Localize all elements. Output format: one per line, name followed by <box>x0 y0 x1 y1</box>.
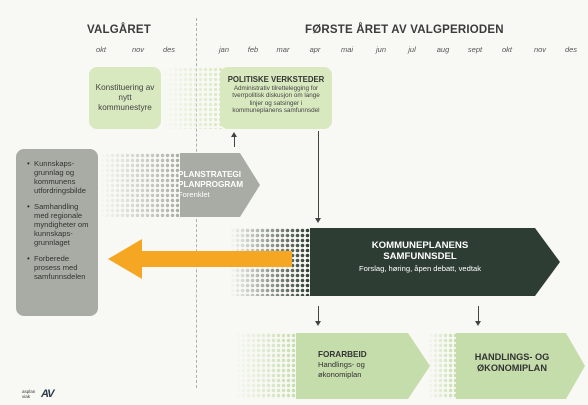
samfunnsdel-text: KOMMUNEPLANENS SAMFUNNSDEL Forslag, høri… <box>320 240 520 274</box>
forarbeid-arrow-shape <box>236 333 430 399</box>
planstrategi-title: PLANSTRATEGI PLANPROGRAM <box>178 170 244 189</box>
month-label: okt <box>501 45 513 54</box>
logo-mark: AV <box>41 388 55 400</box>
logo-small-text: asplan viak <box>22 389 36 399</box>
arrow-down-head-3 <box>475 321 481 326</box>
planstrategi-arrow-shape <box>100 153 260 217</box>
month-label: nov <box>131 45 145 54</box>
month-label: feb <box>247 45 259 54</box>
arrow-down-head-1 <box>315 218 321 223</box>
kunnskap-list: Kunnskaps-grunnlag og kommunens utfordri… <box>26 159 94 281</box>
month-label: apr <box>309 45 321 54</box>
planstrategi-body: Forenklet <box>178 190 210 199</box>
month-label: jul <box>408 45 416 54</box>
month-label: okt <box>95 45 107 54</box>
arrow-up-head <box>231 132 237 137</box>
forarbeid-body: Handlings- og økonomiplan <box>318 360 365 379</box>
month-label: sept <box>467 45 483 54</box>
forarbeid-text: FORARBEID Handlings- og økonomiplan <box>318 350 398 379</box>
konstituering-text: Konstituering av nytt kommunestyre <box>95 83 155 112</box>
month-label: jan <box>218 45 230 54</box>
month-label: aug <box>436 45 450 54</box>
month-label: nov <box>533 45 547 54</box>
asplan-viak-logo: asplan viak AV <box>22 388 55 400</box>
arrow-down-line-1 <box>318 131 319 219</box>
month-label: des <box>162 45 176 54</box>
list-item: Kunnskaps-grunnlag og kommunens utfordri… <box>27 159 94 195</box>
handlings-arrow-shape <box>428 333 585 399</box>
handlings-text: HANDLINGS- OG ØKONOMIPLAN <box>462 352 562 374</box>
month-label: des <box>564 45 578 54</box>
samfunnsdel-body: Forslag, høring, åpen debatt, vedtak <box>359 264 481 273</box>
arrow-up-line <box>234 137 235 147</box>
arrow-down-line-2 <box>318 306 319 322</box>
samfunnsdel-arrow-shape <box>230 228 560 296</box>
politiske-verksteder-box: POLITISKE VERKSTEDER Administrativ tilre… <box>220 67 332 129</box>
list-item: Forberede prosess med samfunnsdelen <box>27 254 94 281</box>
arrow-down-head-2 <box>315 321 321 326</box>
month-label: mar <box>276 45 290 54</box>
fade-pattern-konstituering <box>163 67 223 129</box>
kunnskap-list-box: Kunnskaps-grunnlag og kommunens utfordri… <box>16 149 98 316</box>
valgaret-heading: VALGÅRET <box>87 24 151 36</box>
politiske-verksteder-body: Administrativ tilrettelegging for tverrp… <box>232 85 320 115</box>
forste-aret-heading: FØRSTE ÅRET AV VALGPERIODEN <box>305 24 504 36</box>
arrow-down-line-3 <box>478 306 479 322</box>
orange-feedback-arrow <box>108 239 292 279</box>
forarbeid-title: FORARBEID <box>318 350 367 359</box>
politiske-verksteder-title: POLITISKE VERKSTEDER <box>227 75 325 84</box>
konstituering-box: Konstituering av nytt kommunestyre <box>89 67 161 129</box>
samfunnsdel-title: KOMMUNEPLANENS SAMFUNNSDEL <box>371 240 469 262</box>
planstrategi-text: PLANSTRATEGI PLANPROGRAM Forenklet <box>178 170 268 199</box>
month-label: mai <box>340 45 354 54</box>
month-label: jun <box>375 45 387 54</box>
handlings-title: HANDLINGS- OG ØKONOMIPLAN <box>474 352 550 373</box>
list-item: Samhandling med regionale myndigheter om… <box>27 202 94 247</box>
